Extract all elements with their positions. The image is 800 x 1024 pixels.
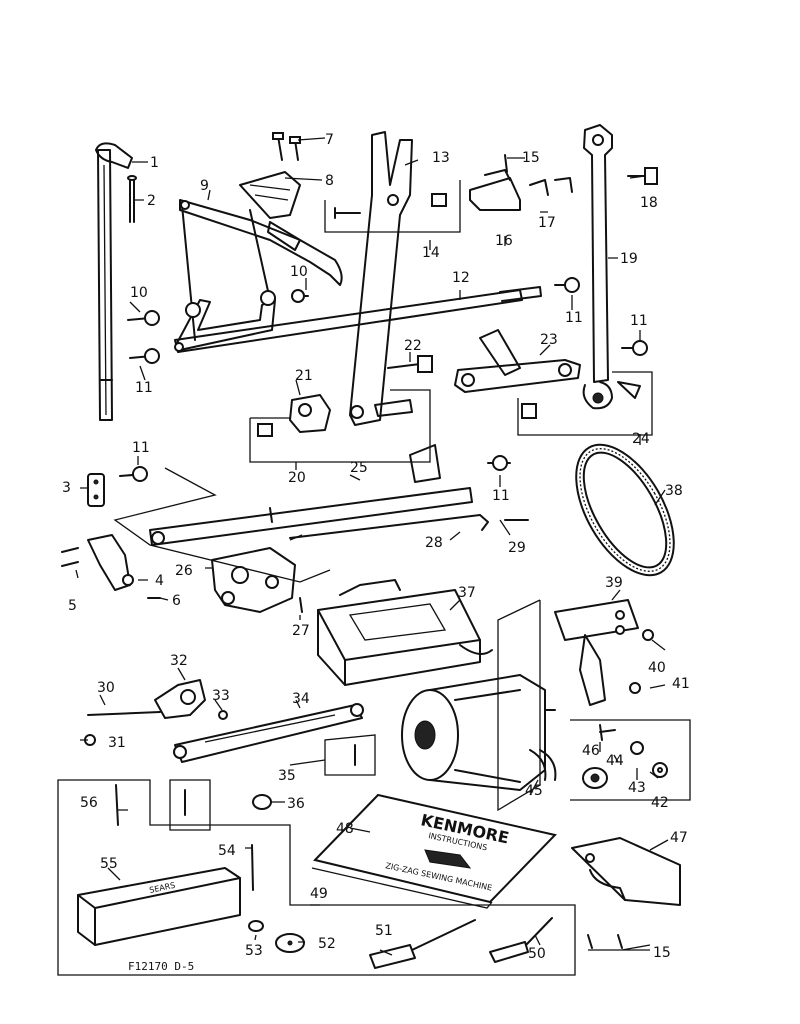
label-16: 16 bbox=[495, 233, 513, 249]
label-15a: 15 bbox=[522, 150, 540, 166]
accessories-frame bbox=[57, 779, 576, 976]
label-7: 7 bbox=[325, 132, 334, 148]
controller-37 bbox=[317, 579, 493, 686]
small-parts-42-46 bbox=[570, 719, 691, 801]
label-29: 29 bbox=[508, 540, 526, 556]
instruction-booklet-48: KENMORE INSTRUCTIONS ZIG-ZAG SEWING MACH… bbox=[311, 793, 557, 909]
label-34: 34 bbox=[292, 691, 310, 707]
label-11d: 11 bbox=[132, 440, 150, 456]
label-50: 50 bbox=[528, 946, 546, 962]
label-47: 47 bbox=[670, 830, 688, 846]
label-31: 31 bbox=[108, 735, 126, 751]
label-56: 56 bbox=[80, 795, 98, 811]
label-45: 45 bbox=[525, 783, 543, 799]
label-15b: 15 bbox=[653, 945, 671, 961]
label-43: 43 bbox=[628, 780, 646, 796]
label-13: 13 bbox=[432, 150, 450, 166]
presser-bar bbox=[95, 142, 133, 421]
label-41: 41 bbox=[672, 676, 690, 692]
label-18: 18 bbox=[640, 195, 658, 211]
label-32: 32 bbox=[170, 653, 188, 669]
parts-group-14 bbox=[324, 180, 461, 233]
drawing-code: F12170 D-5 bbox=[128, 960, 194, 973]
belt-38 bbox=[575, 443, 675, 577]
label-36: 36 bbox=[287, 796, 305, 812]
stud-screws bbox=[119, 277, 648, 482]
label-8: 8 bbox=[325, 173, 334, 189]
label-44: 44 bbox=[606, 753, 624, 769]
label-17: 17 bbox=[538, 215, 556, 231]
part-number-labels: 1 2 3 4 5 6 7 8 9 10 10 11 11 11 11 11 1… bbox=[62, 132, 690, 962]
label-37: 37 bbox=[458, 585, 476, 601]
bracket-4 bbox=[61, 534, 161, 599]
screws-7 bbox=[272, 132, 301, 161]
bracket-39 bbox=[497, 599, 654, 812]
label-9: 9 bbox=[200, 178, 209, 194]
label-22: 22 bbox=[404, 338, 422, 354]
label-1: 1 bbox=[150, 155, 159, 171]
feed-rock-shaft-12 bbox=[174, 286, 542, 353]
label-46: 46 bbox=[582, 743, 600, 759]
bracket-16 bbox=[469, 154, 573, 211]
parts-group-20 bbox=[249, 389, 431, 463]
foot-controller-47 bbox=[571, 837, 681, 949]
label-25: 25 bbox=[350, 460, 368, 476]
label-19: 19 bbox=[620, 251, 638, 267]
label-10a: 10 bbox=[290, 264, 308, 280]
label-11c: 11 bbox=[630, 313, 648, 329]
label-26: 26 bbox=[175, 563, 193, 579]
label-10b: 10 bbox=[130, 285, 148, 301]
label-11b: 11 bbox=[565, 310, 583, 326]
parts-30-36 bbox=[84, 679, 376, 831]
rod-28 bbox=[289, 514, 489, 541]
hook-shaft-25 bbox=[113, 444, 473, 583]
label-42: 42 bbox=[651, 795, 669, 811]
label-27: 27 bbox=[292, 623, 310, 639]
label-12: 12 bbox=[452, 270, 470, 286]
label-53: 53 bbox=[245, 943, 263, 959]
leader-lines bbox=[75, 137, 669, 956]
label-38: 38 bbox=[665, 483, 683, 499]
needle-bar-lever-13 bbox=[349, 131, 413, 426]
label-5: 5 bbox=[68, 598, 77, 614]
label-54: 54 bbox=[218, 843, 236, 859]
lever-assembly-9 bbox=[179, 171, 343, 341]
label-24: 24 bbox=[632, 431, 650, 447]
label-6: 6 bbox=[172, 593, 181, 609]
label-35: 35 bbox=[278, 768, 296, 784]
label-23: 23 bbox=[540, 332, 558, 348]
parts-group-24 bbox=[517, 371, 653, 436]
screwdrivers-50-51 bbox=[369, 917, 553, 969]
label-49: 49 bbox=[310, 886, 328, 902]
label-21: 21 bbox=[295, 368, 313, 384]
label-40: 40 bbox=[648, 660, 666, 676]
motor-45 bbox=[401, 674, 557, 791]
label-39: 39 bbox=[605, 575, 623, 591]
label-51: 51 bbox=[375, 923, 393, 939]
label-11e: 11 bbox=[492, 488, 510, 504]
screw-22 bbox=[387, 355, 433, 373]
label-20: 20 bbox=[288, 470, 306, 486]
label-4: 4 bbox=[155, 573, 164, 589]
label-2: 2 bbox=[147, 193, 156, 209]
connecting-rod-19 bbox=[582, 124, 613, 410]
label-48: 48 bbox=[336, 821, 354, 837]
label-3: 3 bbox=[62, 480, 71, 496]
assembly-26 bbox=[211, 547, 303, 613]
label-30: 30 bbox=[97, 680, 115, 696]
needle-box-55: SEARS bbox=[77, 867, 241, 946]
pin-2 bbox=[127, 175, 137, 223]
bracket-3 bbox=[87, 473, 105, 507]
label-52: 52 bbox=[318, 936, 336, 952]
assembly-23 bbox=[454, 329, 581, 393]
label-11a: 11 bbox=[135, 380, 153, 396]
label-33: 33 bbox=[212, 688, 230, 704]
label-14: 14 bbox=[422, 245, 440, 261]
parts-52-54 bbox=[248, 844, 305, 953]
label-28: 28 bbox=[425, 535, 443, 551]
needle-56 bbox=[115, 784, 119, 826]
label-55: 55 bbox=[100, 856, 118, 872]
